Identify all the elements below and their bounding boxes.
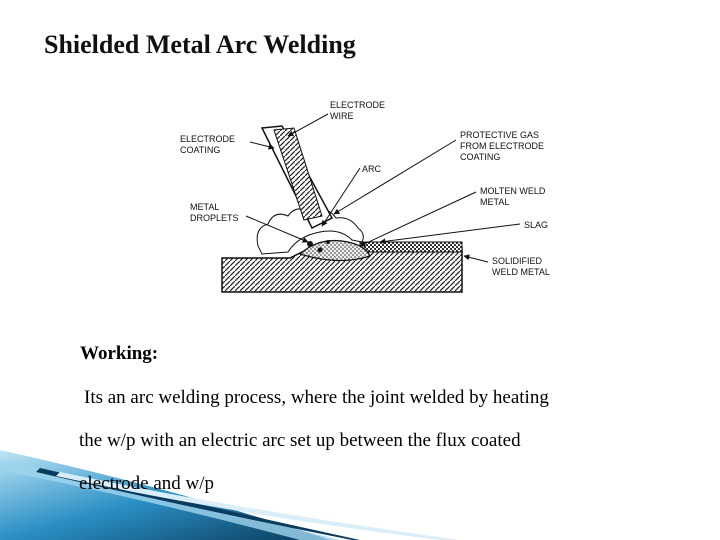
electrode-wire (273, 127, 323, 221)
leader-protective-gas (333, 139, 457, 215)
svg-text:FROM ELECTRODE: FROM ELECTRODE (460, 141, 544, 151)
label-electrode-wire: ELECTRODE (330, 100, 385, 110)
slide-title: Shielded Metal Arc Welding (44, 30, 356, 59)
svg-text:DROPLETS: DROPLETS (190, 213, 239, 223)
label-electrode-coating: ELECTRODE (180, 134, 235, 144)
label-arc: ARC (362, 164, 382, 174)
body-line-2: the w/p with an electric arc set up betw… (79, 430, 521, 451)
leader-arc (321, 167, 361, 227)
leader-metal-droplets (245, 215, 309, 243)
gas-cloud (256, 208, 364, 255)
svg-text:METAL: METAL (480, 197, 509, 207)
droplet (317, 247, 323, 253)
svg-text:COATING: COATING (460, 152, 500, 162)
corner-decoration (0, 450, 460, 540)
svg-text:WELD METAL: WELD METAL (492, 267, 550, 277)
label-protective-gas: PROTECTIVE GAS (460, 130, 539, 140)
leader-solidified-weld-metal (463, 254, 489, 263)
body-line-3: electrode and w/p (79, 473, 215, 494)
molten-pool (298, 239, 371, 262)
slag-layer (359, 241, 463, 253)
leader-electrode-wire (287, 113, 329, 137)
svg-text:COATING: COATING (180, 145, 220, 155)
droplet (326, 240, 330, 244)
label-molten-weld-metal: MOLTEN WELD (480, 186, 546, 196)
svg-text:WIRE: WIRE (330, 111, 354, 121)
label-slag: SLAG (524, 220, 548, 230)
smaw-diagram: ELECTRODE WIRE ELECTRODE COATING PROTECT… (180, 100, 550, 293)
working-heading: Working: (80, 343, 159, 364)
label-solidified-weld-metal: SOLIDIFIED (492, 256, 543, 266)
label-metal-droplets: METAL (190, 202, 219, 212)
body-line-1: Its an arc welding process, where the jo… (84, 387, 549, 408)
leader-slag (379, 223, 521, 245)
leader-electrode-coating (249, 141, 275, 150)
leader-molten-weld-metal (359, 191, 477, 247)
